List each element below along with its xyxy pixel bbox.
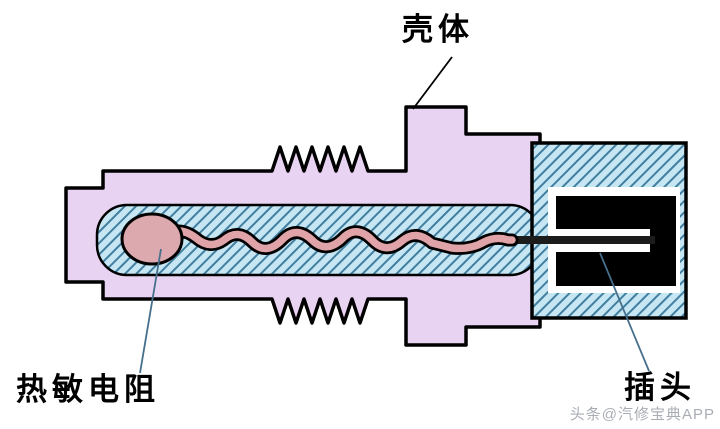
- thermistor-label: 热敏电阻: [16, 372, 160, 407]
- plug-leader-line: [599, 252, 650, 372]
- plug-label: 插头: [624, 370, 696, 405]
- plug-socket: [556, 196, 676, 286]
- sensing-wire: [156, 227, 516, 253]
- thermistor-element: [120, 212, 184, 266]
- terminal-pin: [500, 236, 655, 244]
- thermistor-leader-line: [139, 248, 162, 374]
- housing-label: 壳体: [402, 12, 474, 47]
- housing-leader-line: [412, 56, 453, 110]
- watermark-text: 头条@汽修宝典APP: [569, 406, 715, 423]
